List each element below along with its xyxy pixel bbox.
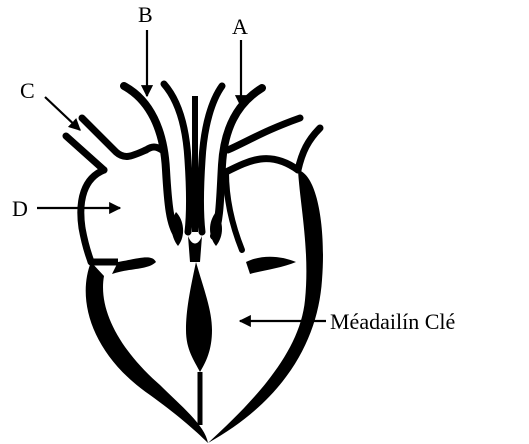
arrow-c — [45, 97, 80, 130]
right-upper-outline — [298, 128, 320, 170]
pulmonary-branch — [146, 147, 162, 150]
right-atrium — [66, 118, 156, 274]
pulmonary-vein-upper — [228, 118, 300, 150]
pulmonary-vein-lower — [226, 159, 298, 172]
label-a: A — [232, 14, 248, 39]
vena-cava-upper-wall — [82, 118, 146, 156]
label-b: B — [138, 2, 153, 27]
right-ventricle-wall — [86, 262, 208, 443]
left-ventricle-wall — [208, 170, 323, 443]
pulmonary-artery-left-wall — [124, 86, 178, 236]
valves-septum — [172, 212, 222, 425]
interventricular-septum — [186, 262, 212, 372]
label-left-ventricle: Méadailín Clé — [330, 309, 455, 334]
septum-top — [188, 236, 202, 262]
right-atrium-outline — [81, 170, 104, 262]
left-atrium-inner-wall — [226, 172, 242, 250]
tricuspid-valve — [112, 257, 156, 274]
great-vessels — [124, 84, 300, 236]
label-d: D — [12, 196, 28, 221]
mitral-valve — [246, 257, 296, 274]
vena-cava-lower-wall — [66, 136, 104, 170]
label-c: C — [20, 78, 35, 103]
label-arrows — [37, 30, 326, 321]
left-atrium — [226, 172, 296, 274]
